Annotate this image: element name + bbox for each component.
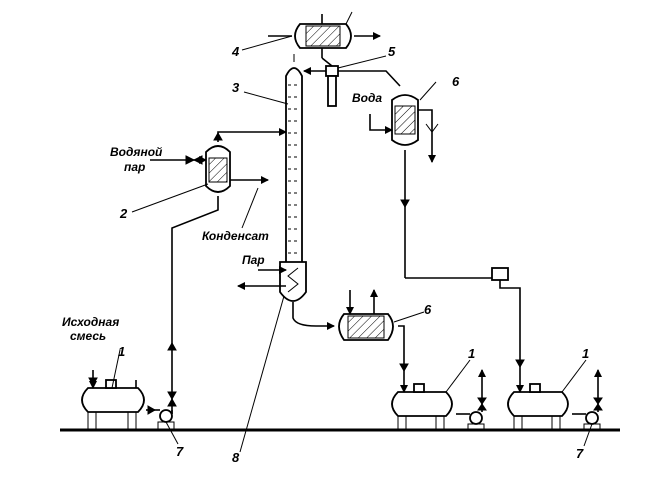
callout-1-middle: 1 <box>468 346 475 361</box>
reboiler <box>237 261 335 330</box>
distillate-tank <box>507 359 603 447</box>
distillate-line <box>405 267 525 380</box>
steam-label-line1: Водяной <box>110 145 163 159</box>
bottoms-cooler <box>338 289 425 380</box>
callout-4: 4 <box>231 44 240 59</box>
callout-7-right: 7 <box>576 446 584 461</box>
feed-preheater <box>150 128 287 414</box>
callout-7-left: 7 <box>176 444 184 459</box>
feed-tank <box>81 349 179 445</box>
distillation-column <box>285 54 303 266</box>
callout-6-bottom: 6 <box>424 302 432 317</box>
feed-label-line1: Исходная <box>62 315 119 329</box>
reboiler-steam-label: Пар <box>242 253 265 267</box>
callout-8: 8 <box>232 450 240 465</box>
callout-1-right: 1 <box>582 346 589 361</box>
callout-5: 5 <box>388 44 396 59</box>
callout-2: 2 <box>119 206 128 221</box>
water-label: Вода <box>352 91 382 105</box>
callout-3: 3 <box>232 80 240 95</box>
distillate-cooler <box>369 81 439 278</box>
condensate-label: Конденсат <box>202 229 269 243</box>
callout-6-top: 6 <box>452 74 460 89</box>
callout-1-left: 1 <box>118 344 125 359</box>
bottoms-tank <box>391 359 487 431</box>
steam-label-line2: пар <box>124 160 145 174</box>
feed-label-line2: смесь <box>70 329 106 343</box>
top-condenser <box>268 11 381 58</box>
reflux-divider <box>303 57 401 107</box>
